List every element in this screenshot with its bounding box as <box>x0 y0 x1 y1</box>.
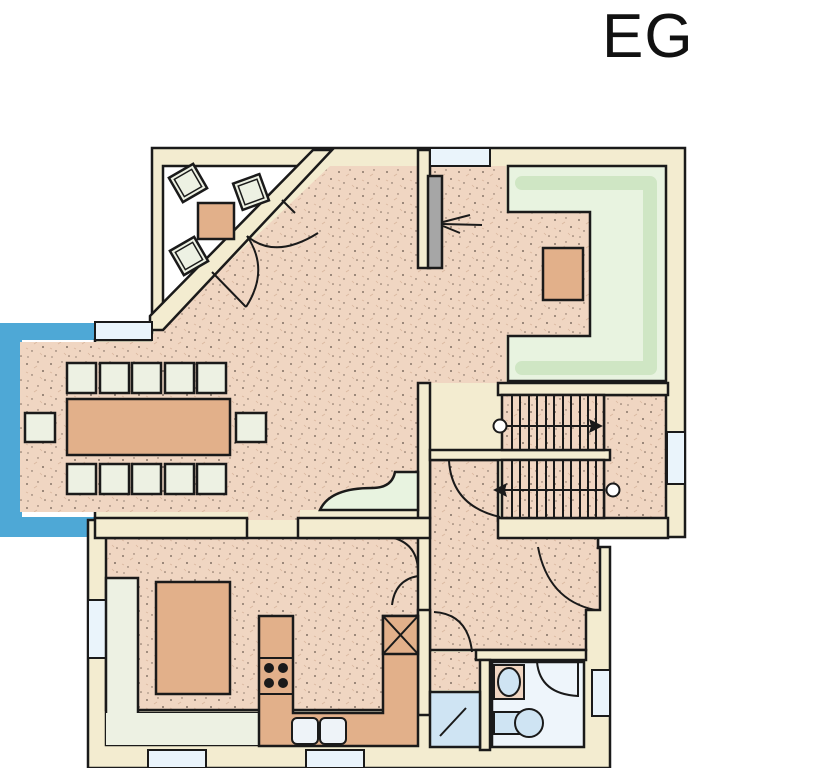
arrow-up-icon <box>589 419 603 433</box>
fireplace <box>426 174 483 270</box>
kitchen-island <box>154 580 232 696</box>
dining-set <box>23 361 268 496</box>
staircase <box>492 393 621 520</box>
sofa <box>506 164 668 383</box>
chair-end-right <box>234 411 268 444</box>
sink-icon <box>291 717 347 745</box>
toilet-icon <box>514 708 544 738</box>
side-table <box>196 201 236 241</box>
dining-table <box>65 397 232 457</box>
chair <box>231 172 271 212</box>
wc-door[interactable] <box>536 661 579 698</box>
window-stairs <box>666 431 686 485</box>
window-top <box>429 147 491 167</box>
arrow-down-icon <box>493 483 507 497</box>
fridge-icon <box>381 614 420 656</box>
chair <box>168 235 210 277</box>
chair-end-left <box>23 411 57 444</box>
kitchen <box>104 576 420 748</box>
floor-label: EG <box>602 2 694 71</box>
terrace <box>0 323 198 537</box>
corner-doors[interactable] <box>211 199 319 308</box>
interior-walls <box>93 148 670 752</box>
windows <box>87 147 686 768</box>
bathrooms <box>428 660 586 749</box>
window-dining <box>94 321 153 341</box>
stair-landing <box>602 393 668 521</box>
window-bath <box>591 669 611 717</box>
chair <box>167 162 209 204</box>
coffee-table <box>541 246 585 302</box>
corner-seating <box>167 162 271 277</box>
cooktop-icon <box>264 663 288 688</box>
window-kitchen-bottom-1 <box>147 749 207 768</box>
chairs-top <box>65 361 228 395</box>
window-kitchen-left <box>87 599 107 659</box>
built-in-cabinet <box>318 470 420 512</box>
hall-doors[interactable] <box>391 460 596 653</box>
chairs-bottom <box>65 462 228 496</box>
window-kitchen-bottom-2 <box>305 749 365 768</box>
washbasin-icon <box>497 667 521 697</box>
